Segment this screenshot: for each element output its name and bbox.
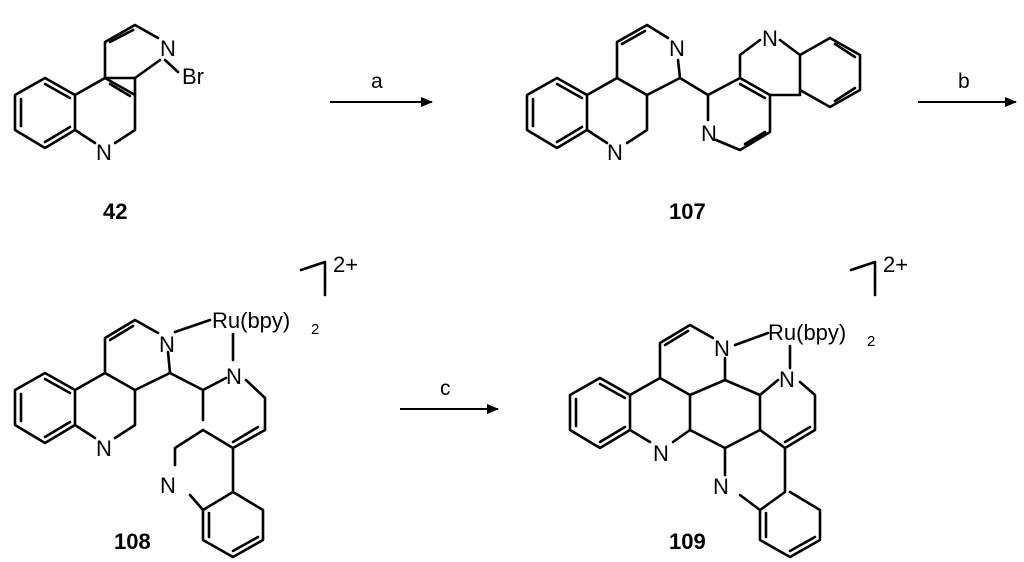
compound-label-109: 109	[669, 529, 706, 554]
molecule-107: N N N N	[525, 23, 862, 165]
reagent-label-b: b	[958, 70, 970, 93]
atom-N: N	[607, 140, 623, 165]
atom-N: N	[701, 121, 717, 146]
atom-N: N	[159, 332, 175, 357]
molecule-42: N N Br	[13, 23, 204, 165]
molecule-109: N N N N Ru(bpy) 2 2+	[568, 252, 908, 559]
atom-Ru-subscript: 2	[311, 321, 319, 338]
atom-N: N	[160, 36, 176, 61]
atom-N: N	[160, 473, 176, 498]
atom-N: N	[713, 474, 729, 499]
atom-N: N	[669, 36, 685, 61]
compound-label-107: 107	[669, 199, 706, 224]
atom-Ru-subscript: 2	[867, 333, 875, 350]
atom-N: N	[779, 367, 795, 392]
atom-Ru: Ru(bpy)	[212, 308, 290, 333]
atom-N: N	[762, 26, 778, 51]
reaction-arrow-a: a	[330, 70, 433, 107]
atom-Br: Br	[182, 64, 204, 89]
reagent-label-a: a	[371, 70, 383, 93]
atom-N: N	[96, 436, 112, 461]
reagent-label-c: c	[440, 377, 451, 400]
compound-label-108: 108	[114, 529, 151, 554]
atom-Ru: Ru(bpy)	[768, 320, 846, 345]
atom-N: N	[653, 441, 669, 466]
charge-label: 2+	[883, 252, 908, 277]
compound-label-42: 42	[103, 199, 127, 224]
reaction-arrow-b: b	[918, 70, 1017, 107]
atom-N: N	[96, 140, 112, 165]
atom-N: N	[226, 364, 242, 389]
atom-N: N	[714, 336, 730, 361]
charge-label: 2+	[333, 252, 358, 277]
reaction-arrow-c: c	[400, 377, 499, 414]
molecule-108: N N N N Ru(bpy) 2 2+	[13, 252, 358, 559]
